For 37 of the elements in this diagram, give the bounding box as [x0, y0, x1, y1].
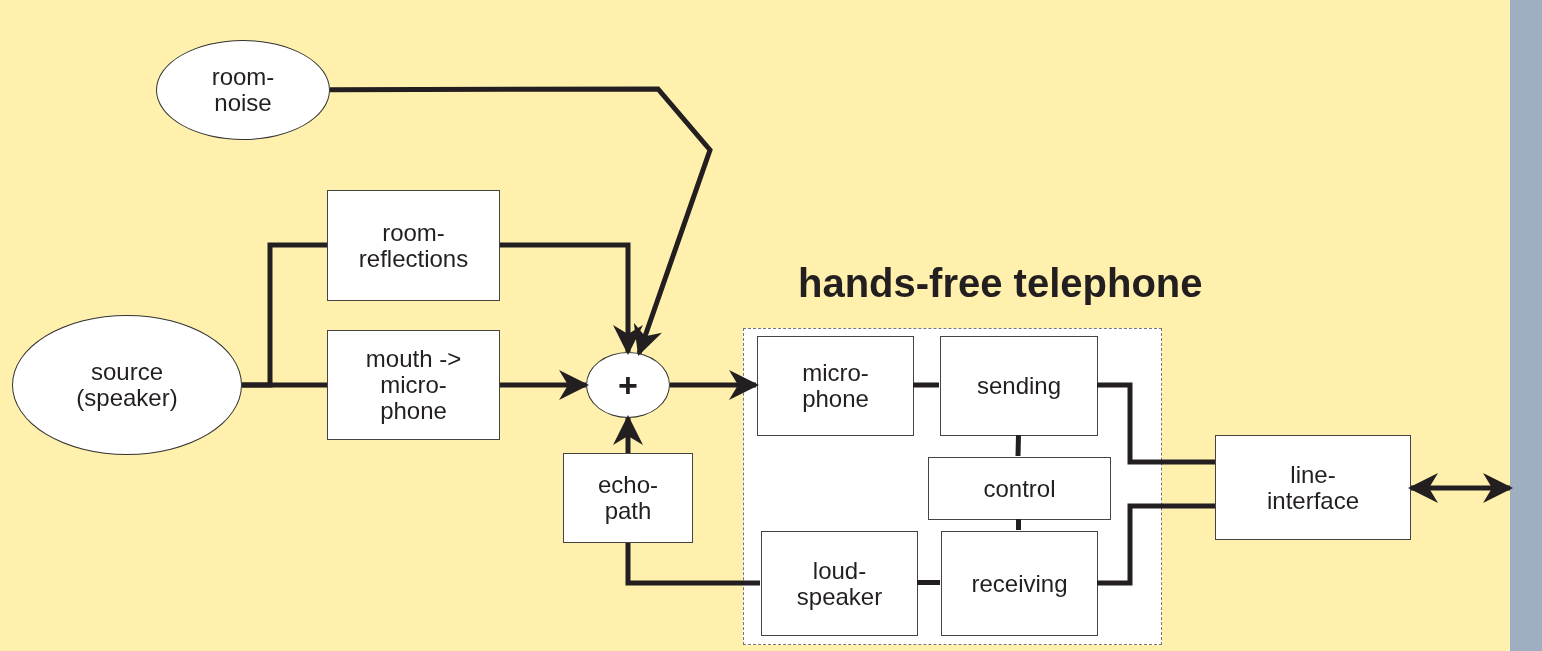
node-label: control: [982, 475, 1057, 502]
connector-line: [1016, 519, 1021, 530]
group-heading: hands-free telephone: [798, 260, 1203, 307]
process-box: [1215, 435, 1411, 540]
process-box: [941, 531, 1098, 636]
arrow: [500, 370, 589, 400]
process-box: [327, 330, 500, 440]
connector-line: [917, 580, 940, 585]
connector-line: [1097, 382, 1215, 465]
node-label: receiving: [970, 570, 1069, 597]
node-label: loud- speaker: [795, 557, 884, 610]
process-box: [761, 531, 918, 636]
node-label: micro- phone: [801, 360, 870, 412]
plus-sign: +: [617, 368, 639, 402]
node-label: sending: [975, 373, 1063, 399]
node-label: room- reflections: [357, 219, 470, 272]
node-label: room- noise: [210, 64, 276, 116]
arrow: [500, 242, 643, 355]
process-box: [757, 336, 914, 436]
process-box: [928, 457, 1111, 520]
connector-line: [913, 382, 939, 388]
connector-line: [1015, 434, 1021, 457]
node-label: line- interface: [1265, 461, 1361, 514]
connector-line: [625, 543, 760, 586]
arrow: [670, 370, 759, 400]
connector-line: [1097, 503, 1215, 586]
arrow: [1408, 473, 1513, 503]
process-box: [563, 453, 693, 543]
arrow: [330, 86, 713, 357]
node-label: echo- path: [596, 472, 659, 524]
process-box: [327, 190, 500, 301]
arrow: [613, 415, 643, 453]
node-label: source (speaker): [75, 359, 179, 411]
node-label: mouth -> micro- phone: [364, 346, 463, 424]
side-bar: [1510, 0, 1542, 651]
process-box: [940, 336, 1098, 436]
connector-line: [242, 382, 327, 388]
